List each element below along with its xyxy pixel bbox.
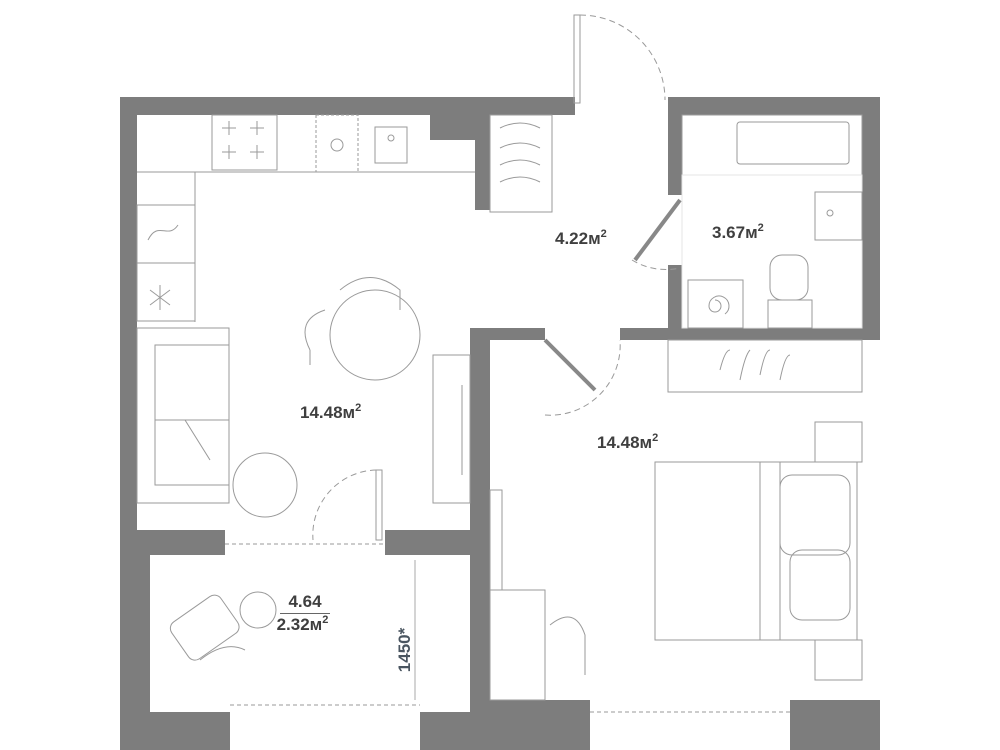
balcony-dimension: 1450* bbox=[395, 627, 415, 673]
living-room-area: 14.48м2 bbox=[300, 402, 362, 422]
toilet-icon bbox=[767, 254, 813, 329]
stove-icon bbox=[211, 114, 278, 171]
wardrobe-bedroom bbox=[667, 339, 863, 393]
hall-bath-door bbox=[631, 198, 682, 271]
front-door bbox=[573, 14, 666, 104]
balcony-area: 4.64 2.32м2 bbox=[276, 592, 330, 635]
balcony-full-area: 4.64 bbox=[280, 592, 330, 614]
desk-icon bbox=[489, 489, 586, 701]
bedroom-door bbox=[543, 338, 621, 416]
bathroom-area: 3.67м2 bbox=[712, 222, 764, 242]
washbasin-icon bbox=[814, 191, 863, 241]
sofa-icon bbox=[136, 327, 230, 504]
washing-machine-icon bbox=[687, 279, 744, 329]
dishwasher-icon bbox=[315, 114, 359, 173]
hall-area: 4.22м2 bbox=[555, 228, 607, 248]
armchair-icon bbox=[169, 594, 246, 661]
wardrobe-hall bbox=[489, 114, 553, 213]
dining-table bbox=[304, 277, 421, 381]
bedroom-area: 14.48м2 bbox=[597, 432, 659, 452]
sink-icon bbox=[374, 126, 408, 164]
coffee-table bbox=[232, 452, 298, 518]
balcony-reduced-area: 2.32м bbox=[276, 615, 323, 634]
bed-icon bbox=[654, 461, 858, 641]
balcony-door bbox=[312, 469, 383, 541]
side-table bbox=[239, 591, 277, 629]
bathtub-icon bbox=[681, 114, 863, 176]
tv-stand bbox=[432, 354, 471, 504]
kitchen-counter bbox=[137, 171, 475, 322]
fridge-icon bbox=[136, 204, 196, 310]
balcony-area-sup: 2 bbox=[322, 614, 329, 626]
